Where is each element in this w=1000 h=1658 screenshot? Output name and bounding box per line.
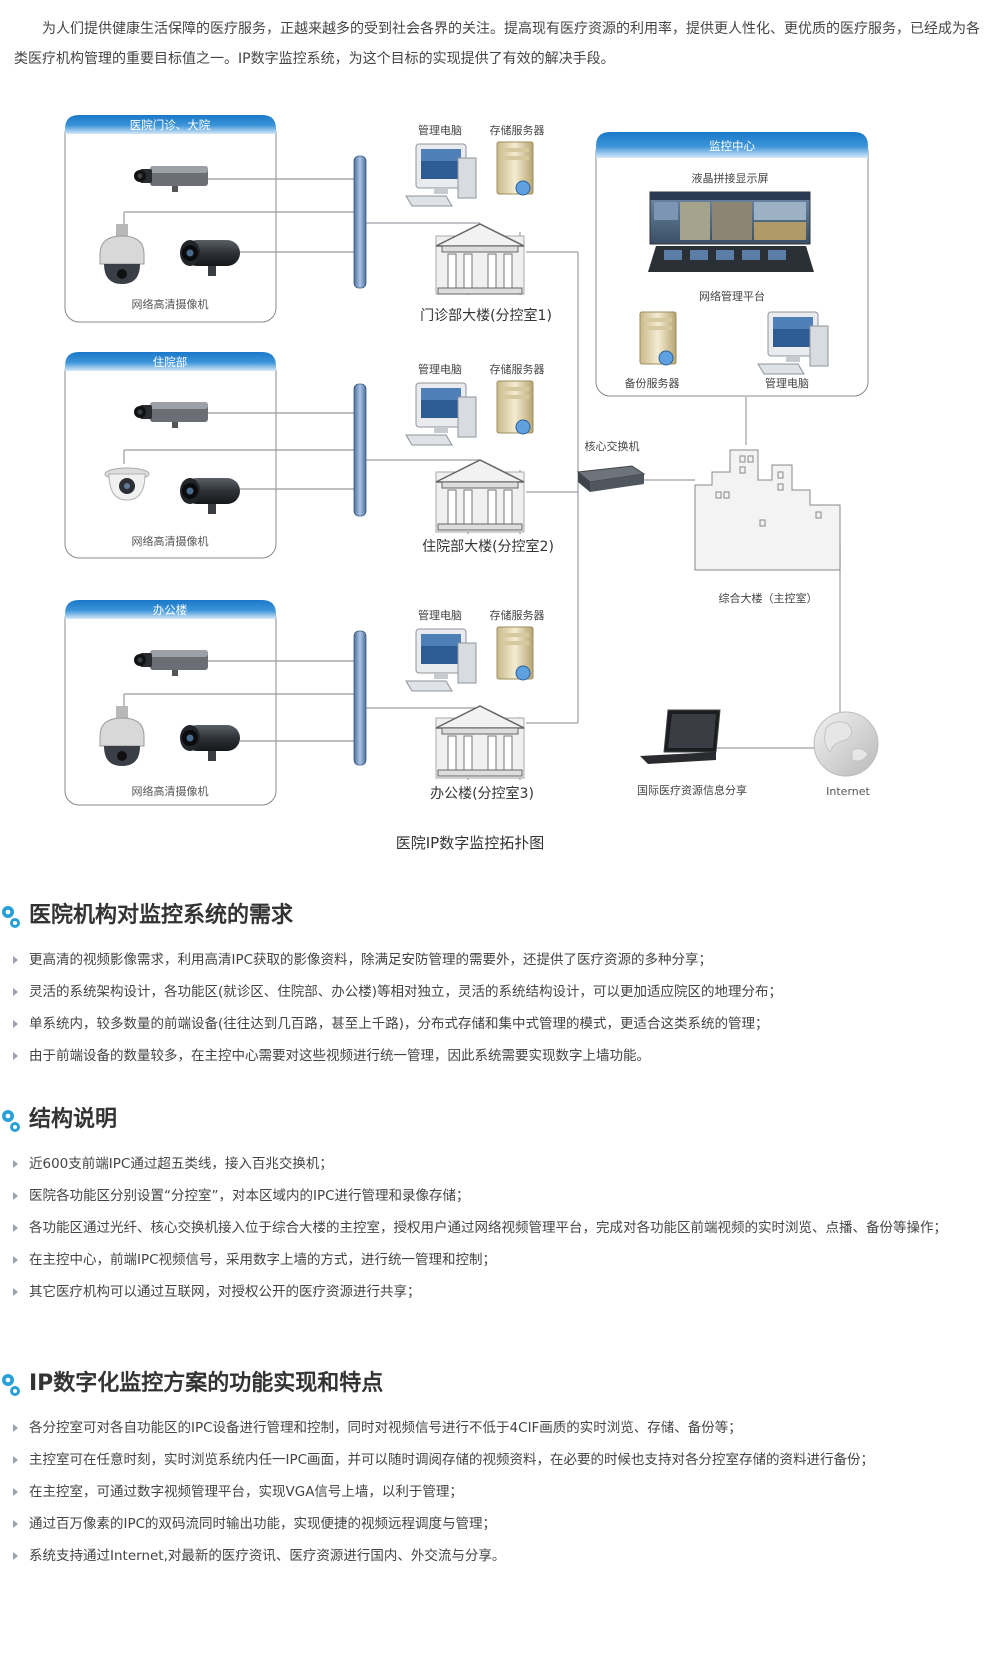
section-requirements: 医院机构对监控系统的需求 更高清的视频影像需求，利用高清IPC获取的影像资料，除… bbox=[0, 898, 1000, 1072]
section-list: 近600支前端IPC通过超五类线，接入百兆交换机； 医院各功能区分别设置“分控室… bbox=[0, 1148, 1000, 1308]
bullet-icon bbox=[13, 1488, 18, 1496]
pc-label: 管理电脑 bbox=[418, 608, 462, 622]
bullet-icon bbox=[13, 1424, 18, 1432]
zone-title: 办公楼 bbox=[153, 603, 188, 617]
section-title: 结构说明 bbox=[29, 1107, 118, 1132]
core-switch: 核心交换机 bbox=[576, 439, 646, 492]
camera-label: 网络高清摄像机 bbox=[132, 784, 209, 798]
computer-icon bbox=[405, 143, 477, 207]
server-label: 存储服务器 bbox=[490, 362, 545, 376]
section-title: 医院机构对监控系统的需求 bbox=[29, 903, 294, 928]
building-label: 办公楼(分控室3) bbox=[430, 785, 534, 802]
section-list: 更高清的视频影像需求，利用高清IPC获取的影像资料，除满足安防管理的需要外，还提… bbox=[0, 944, 1000, 1072]
bullet-icon bbox=[13, 1552, 18, 1560]
list-item: 主控室可在任意时刻，实时浏览系统内任一IPC画面，并可以随时调阅存储的视频资料，… bbox=[0, 1444, 1000, 1476]
section-header: 医院机构对监控系统的需求 bbox=[0, 898, 1000, 938]
computer-icon bbox=[405, 382, 477, 446]
bullet-icon bbox=[13, 1052, 18, 1060]
zone-box-2: 住院部 网络高清摄像机 bbox=[64, 352, 360, 559]
server-label: 存储服务器 bbox=[490, 123, 545, 137]
pc-label: 管理电脑 bbox=[418, 362, 462, 376]
section-title: IP数字化监控方案的功能实现和特点 bbox=[29, 1371, 384, 1396]
main-building: 综合大楼（主控室） bbox=[694, 449, 841, 605]
computer-icon bbox=[405, 628, 477, 692]
switch-label: 核心交换机 bbox=[585, 439, 640, 453]
list-item: 其它医疗机构可以通过互联网，对授权公开的医疗资源进行共享； bbox=[0, 1276, 1000, 1308]
monitor-center-title: 监控中心 bbox=[709, 139, 755, 153]
external-sharing: 国际医疗资源信息分享 Internet bbox=[637, 709, 879, 798]
section-header: IP数字化监控方案的功能实现和特点 bbox=[0, 1366, 1000, 1406]
server-label: 存储服务器 bbox=[490, 608, 545, 622]
screen-label: 液晶拼接显示屏 bbox=[692, 171, 769, 185]
list-item: 由于前端设备的数量较多，在主控中心需要对这些视频进行统一管理，因此系统需要实现数… bbox=[0, 1040, 1000, 1072]
list-item: 单系统内，较多数量的前端设备(往往达到几百路，甚至上千路)，分布式存储和集中式管… bbox=[0, 1008, 1000, 1040]
bullet-icon bbox=[13, 1520, 18, 1528]
pc-label: 管理电脑 bbox=[418, 123, 462, 137]
bullet-icon bbox=[13, 1224, 18, 1232]
sub-control-room-1: 管理电脑 存储服务器 门诊部大楼(分控室1) bbox=[405, 123, 552, 324]
camera-label: 网络高清摄像机 bbox=[132, 297, 209, 311]
sub-control-room-2: 管理电脑 存储服务器 住院部大楼(分控室2) bbox=[405, 362, 554, 555]
list-item: 灵活的系统架构设计，各功能区(就诊区、住院部、办公楼)等相对独立，灵活的系统结构… bbox=[0, 976, 1000, 1008]
server-icon bbox=[496, 380, 534, 435]
gear-icon bbox=[2, 906, 20, 928]
backup-label: 备份服务器 bbox=[625, 376, 680, 390]
backup-server-icon bbox=[639, 311, 677, 366]
monitor-center: 监控中心 液晶拼接显示屏 网络管理平台 备份服务器 管理电脑 bbox=[595, 132, 869, 397]
list-item: 在主控中心，前端IPC视频信号，采用数字上墙的方式，进行统一管理和控制； bbox=[0, 1244, 1000, 1276]
bullet-icon bbox=[13, 1192, 18, 1200]
intro-paragraph: 为人们提供健康生活保障的医疗服务，正越来越多的受到社会各界的关注。提高现有医疗资… bbox=[14, 21, 980, 67]
zone-title: 医院门诊、大院 bbox=[130, 118, 211, 132]
server-icon bbox=[496, 141, 534, 196]
camera-label: 网络高清摄像机 bbox=[132, 534, 209, 548]
list-item: 各分控室可对各自功能区的IPC设备进行管理和控制，同时对视频信号进行不低于4CI… bbox=[0, 1412, 1000, 1444]
bullet-icon bbox=[13, 1256, 18, 1264]
list-item: 通过百万像素的IPC的双码流同时输出功能，实现便捷的视频远程调度与管理； bbox=[0, 1508, 1000, 1540]
bullet-icon bbox=[13, 1456, 18, 1464]
section-features: IP数字化监控方案的功能实现和特点 各分控室可对各自功能区的IPC设备进行管理和… bbox=[0, 1366, 1000, 1572]
computer-icon bbox=[757, 311, 829, 375]
network-pole bbox=[353, 155, 367, 289]
sub-control-room-3: 管理电脑 存储服务器 办公楼(分控室3) bbox=[405, 608, 545, 802]
list-item: 更高清的视频影像需求，利用高清IPC获取的影像资料，除满足安防管理的需要外，还提… bbox=[0, 944, 1000, 976]
platform-label: 网络管理平台 bbox=[699, 289, 765, 303]
globe-icon bbox=[813, 711, 879, 777]
laptop-label: 国际医疗资源信息分享 bbox=[637, 783, 747, 797]
building-label: 门诊部大楼(分控室1) bbox=[420, 307, 552, 324]
diagram-caption: 医院IP数字监控拓扑图 bbox=[396, 834, 544, 852]
list-item: 医院各功能区分别设置“分控室”，对本区域内的IPC进行管理和录像存储； bbox=[0, 1180, 1000, 1212]
network-pole bbox=[353, 383, 367, 517]
list-item: 近600支前端IPC通过超五类线，接入百兆交换机； bbox=[0, 1148, 1000, 1180]
gear-icon bbox=[2, 1374, 20, 1396]
list-item: 在主控室，可通过数字视频管理平台，实现VGA信号上墙，以利于管理； bbox=[0, 1476, 1000, 1508]
bullet-icon bbox=[13, 1288, 18, 1296]
section-list: 各分控室可对各自功能区的IPC设备进行管理和控制，同时对视频信号进行不低于4CI… bbox=[0, 1412, 1000, 1572]
bullet-icon bbox=[13, 988, 18, 996]
internet-label: Internet bbox=[826, 785, 870, 798]
list-item: 各功能区通过光纤、核心交换机接入位于综合大楼的主控室，授权用户通过网络视频管理平… bbox=[0, 1212, 1000, 1244]
zone-box-1: 医院门诊、大院 网络高清摄像机 bbox=[64, 115, 360, 323]
bullet-icon bbox=[13, 956, 18, 964]
list-item: 系统支持通过Internet,对最新的医疗资讯、医疗资源进行国内、外交流与分享。 bbox=[0, 1540, 1000, 1572]
building-label: 住院部大楼(分控室2) bbox=[422, 538, 554, 555]
server-icon bbox=[496, 626, 534, 681]
section-header: 结构说明 bbox=[0, 1102, 1000, 1142]
gear-icon bbox=[2, 1110, 20, 1132]
bullet-icon bbox=[13, 1020, 18, 1028]
zone-title: 住院部 bbox=[153, 355, 188, 369]
zone-box-3: 办公楼 网络高清摄像机 bbox=[64, 600, 360, 806]
network-pole bbox=[353, 630, 367, 766]
topology-diagram: 医院门诊、大院 网络高清摄像机 住院部 网络高清摄像机 办公楼 网络高清摄像机 bbox=[64, 115, 879, 852]
main-building-icon bbox=[694, 449, 841, 571]
bullet-icon bbox=[13, 1160, 18, 1168]
section-structure: 结构说明 近600支前端IPC通过超五类线，接入百兆交换机； 医院各功能区分别设… bbox=[0, 1102, 1000, 1308]
center-pc-label: 管理电脑 bbox=[765, 376, 809, 390]
main-building-label: 综合大楼（主控室） bbox=[719, 591, 818, 605]
